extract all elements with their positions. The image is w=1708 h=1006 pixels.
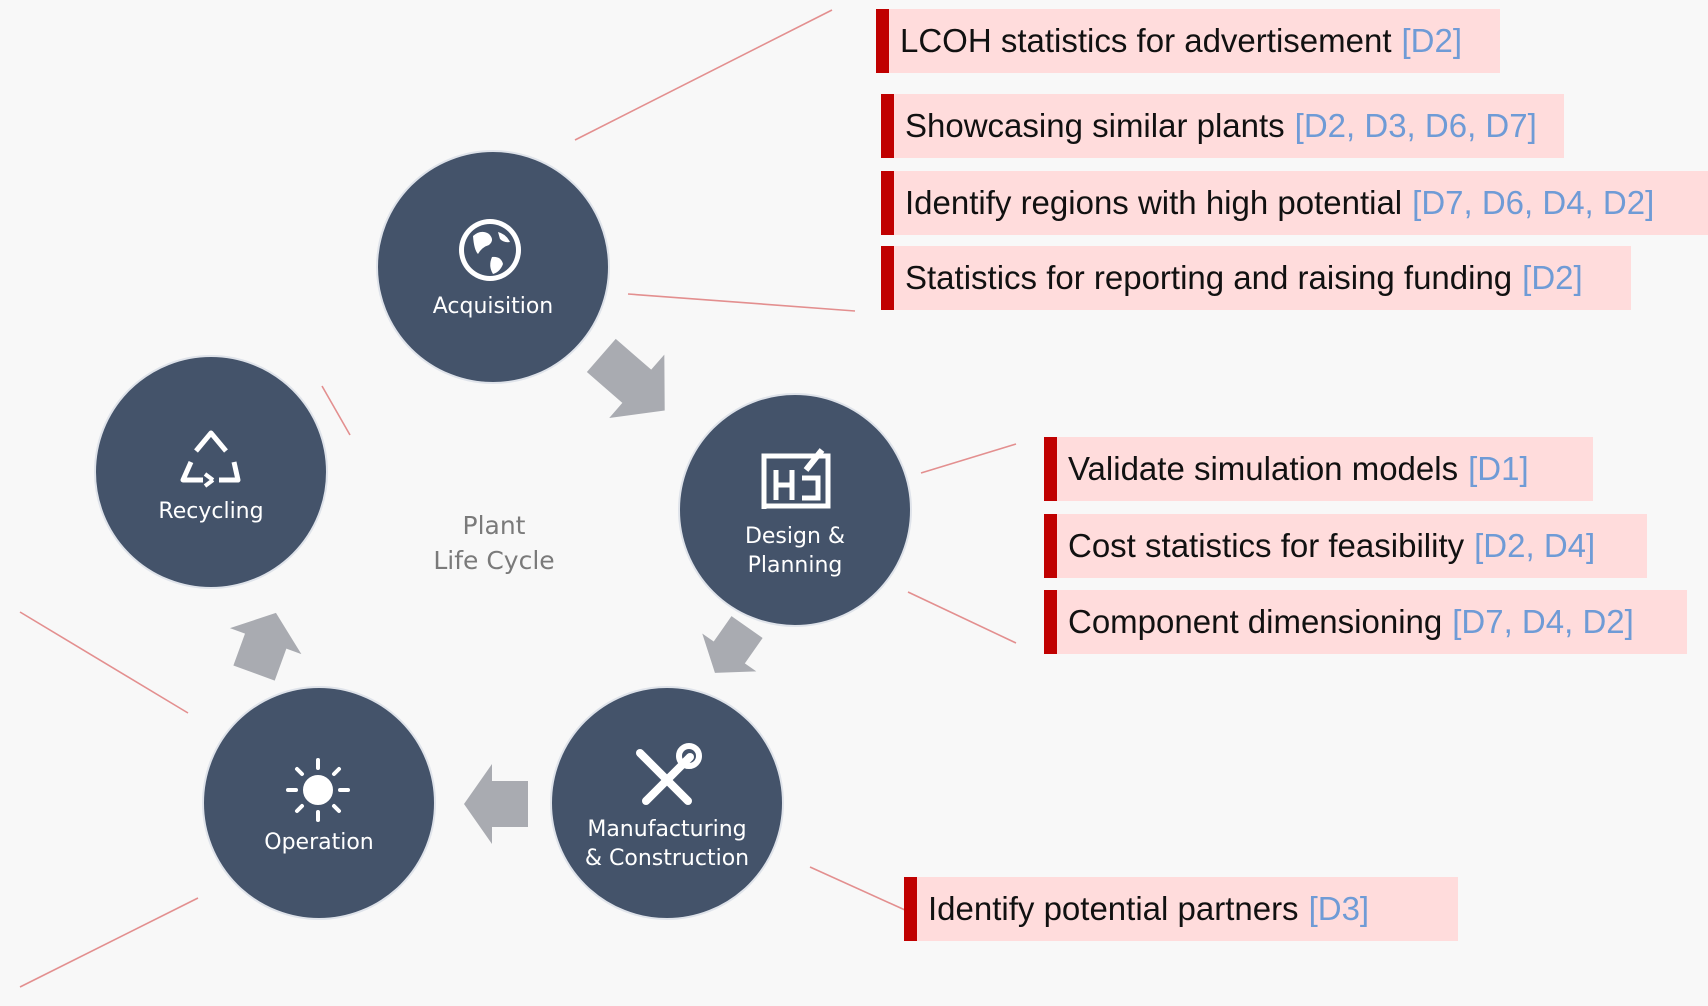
acquisition-item: Showcasing similar plants [D2, D3, D6, D… — [881, 94, 1564, 158]
item-reference: [D2, D3, D6, D7] — [1294, 107, 1537, 144]
stage-design-planning[interactable]: Design & Planning — [678, 393, 912, 627]
manufacturing-circle — [550, 686, 784, 920]
stage-recycling[interactable]: Recycling — [94, 355, 328, 589]
globe-icon — [459, 219, 521, 281]
item-text: Cost statistics for feasibility — [1068, 527, 1465, 564]
recycling-label: Recycling — [158, 499, 263, 524]
item-reference: [D1] — [1468, 450, 1529, 487]
design-item: Component dimensioning [D7, D4, D2] — [1044, 590, 1687, 654]
connector-line — [627, 293, 856, 312]
connector-line — [19, 611, 189, 714]
item-text: Validate simulation models — [1068, 450, 1459, 487]
item-reference: [D7, D4, D2] — [1452, 603, 1634, 640]
arrow-manufacturing-to-operation — [464, 764, 528, 844]
item-reference: [D3] — [1308, 890, 1370, 927]
operation-label: Operation — [264, 830, 373, 855]
acquisition-item: Identify regions with high potential [D7… — [881, 171, 1708, 235]
arrow-operation-to-recycling — [229, 612, 302, 681]
cycle-arrows — [229, 338, 763, 844]
stage-operation[interactable]: Operation — [202, 686, 436, 920]
item-text: Statistics for reporting and raising fun… — [905, 259, 1513, 296]
connector-line — [19, 897, 199, 988]
item-text: Identify potential partners — [928, 890, 1299, 927]
acquisition-item: LCOH statistics for advertisement [D2] — [876, 9, 1500, 73]
item-reference: [D2, D4] — [1474, 527, 1596, 564]
acquisition-item: Statistics for reporting and raising fun… — [881, 246, 1631, 310]
manufacturing-label-line1: Manufacturing — [587, 817, 746, 842]
arrow-acquisition-to-design — [586, 338, 665, 418]
recycling-circle — [94, 355, 328, 589]
item-text: Identify regions with high potential — [905, 184, 1403, 221]
center-title-line2: Life Cycle — [433, 546, 555, 575]
center-title-line1: Plant — [462, 511, 526, 540]
blueprint-icon — [761, 448, 831, 509]
manufacturing-item: Identify potential partners [D3] — [904, 877, 1458, 941]
item-reference: [D2] — [1522, 259, 1583, 296]
item-text: Component dimensioning — [1068, 603, 1443, 640]
design-circle — [678, 393, 912, 627]
connector-line — [809, 866, 906, 911]
sun-icon — [286, 758, 350, 822]
design-label-line2: Planning — [748, 553, 843, 578]
design-item: Validate simulation models [D1] — [1044, 437, 1593, 501]
design-label-line1: Design & — [745, 524, 845, 549]
arrow-design-to-manufacturing — [702, 616, 763, 673]
stage-manufacturing-construction[interactable]: Manufacturing & Construction — [550, 686, 784, 920]
connector-line — [920, 443, 1017, 474]
recycle-icon — [180, 430, 241, 488]
connector-line — [907, 591, 1017, 644]
connector-line — [321, 385, 351, 436]
tools-icon — [636, 743, 702, 805]
connector-lines — [19, 9, 1017, 988]
item-reference: [D2] — [1401, 22, 1463, 59]
acquisition-label: Acquisition — [433, 294, 554, 319]
manufacturing-label-line2: & Construction — [585, 846, 749, 871]
item-text: Showcasing similar plants — [905, 107, 1285, 144]
stage-acquisition[interactable]: Acquisition — [376, 150, 610, 384]
design-item: Cost statistics for feasibility [D2, D4] — [1044, 514, 1647, 578]
connector-line — [574, 9, 833, 141]
center-title: Plant Life Cycle — [414, 508, 574, 578]
item-text: LCOH statistics for advertisement — [900, 22, 1392, 59]
item-reference: [D7, D6, D4, D2] — [1412, 184, 1655, 221]
